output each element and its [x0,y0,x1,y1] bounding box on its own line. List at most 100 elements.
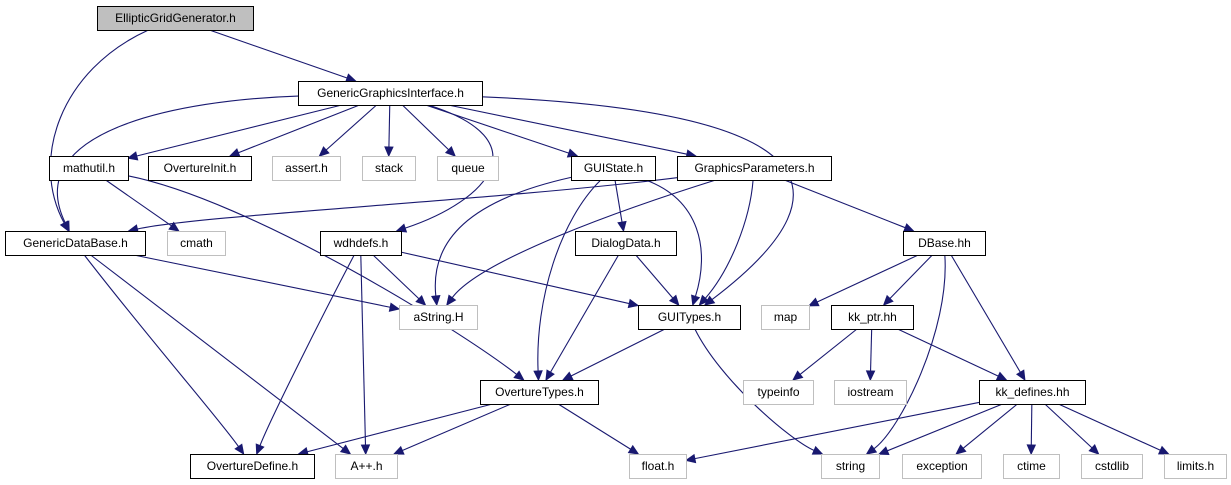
node-mathutil[interactable]: mathutil.h [49,156,129,181]
arrowhead [168,221,180,232]
arrowhead [255,443,265,456]
node-box [677,156,832,181]
edges-layer [49,29,1170,464]
edge-line [400,251,630,305]
node-box [190,454,315,479]
edge-ggi-to-queue [402,104,456,157]
node-wdh[interactable]: wdhdefs.h [320,231,402,256]
edge-egg-to-ggi [209,29,357,83]
edge-gdb-to-ovdef [83,254,245,456]
edge-ggi-to-gparams [448,104,697,159]
arrowhead [360,444,371,456]
arrowhead [865,370,876,382]
edge-line [570,328,666,377]
node-ovinit[interactable]: OvertureInit.h [148,156,252,181]
node-exception: exception [902,454,982,479]
edge-line [645,179,702,297]
edge-egg-to-gdb [49,29,149,233]
node-egg[interactable]: EllipticGridGenerator.h [97,6,254,31]
node-map: map [761,305,810,330]
node-label: aString.H [413,310,463,324]
node-box [1003,454,1060,479]
node-label: OvertureDefine.h [207,459,298,473]
node-label: mathutil.h [63,161,115,175]
edge-gdb-to-astring [133,254,401,312]
edge-line [557,403,631,450]
edge-line [889,254,933,299]
node-box [743,380,814,405]
edge-line [537,179,602,372]
arrowhead [807,297,820,307]
node-iostream: iostream [834,380,907,405]
node-box [638,305,741,330]
edge-dbase-to-kkptr [882,254,933,306]
edge-dbase-to-map [807,254,919,307]
node-box [575,231,677,256]
node-guistate[interactable]: GUIState.h [571,156,656,181]
node-gdb[interactable]: GenericDataBase.h [5,231,146,256]
node-box [834,380,907,405]
arrowhead [1157,445,1170,455]
node-box [1081,454,1143,479]
arrowhead [882,294,894,306]
node-box [272,156,341,181]
edge-ggi-to-guitypes [481,96,794,306]
node-label: kk_ptr.hh [848,310,897,324]
edge-line [83,254,239,447]
edge-line [137,177,678,230]
edge-line [870,328,873,372]
node-dialog[interactable]: DialogData.h [575,231,677,256]
node-kkptr[interactable]: kk_ptr.hh [831,305,914,330]
edge-kkdef-to-exception [955,403,1018,455]
node-guitypes[interactable]: GUITypes.h [638,305,741,330]
edge-line [133,254,391,308]
edge-ovtypes-to-app [392,403,512,455]
arrowhead [995,371,1008,381]
edge-gparams-to-dbase [784,179,915,232]
arrowhead [318,146,330,157]
edge-kkdef-to-float [684,401,980,464]
node-box [148,156,252,181]
arrowhead [691,294,701,307]
edge-line [57,95,299,224]
edge-guistate-to-dialog [614,179,627,233]
edge-line [1030,403,1033,446]
edge-gparams-to-guitypes [698,179,754,306]
edge-ggi-to-mathutil [126,104,342,161]
node-gparams[interactable]: GraphicsParameters.h [677,156,832,181]
node-label: cstdlib [1095,459,1129,473]
node-kkdef[interactable]: kk_defines.hh [979,380,1086,405]
node-ovdef[interactable]: OvertureDefine.h [190,454,315,479]
node-label: typeinfo [757,385,799,399]
node-dbase[interactable]: DBase.hh [903,231,986,256]
node-box [298,81,483,106]
edge-line [451,179,716,299]
node-box [831,305,914,330]
node-box [49,156,129,181]
edge-ggi-to-assert [318,104,377,157]
arrowhead [228,148,241,157]
node-label: limits.h [1177,459,1214,473]
node-ovtypes[interactable]: OvertureTypes.h [480,380,599,405]
arrowhead [627,444,640,455]
node-ggi[interactable]: GenericGraphicsInterface.h [298,81,483,106]
edge-ggi-to-gdb [57,95,299,233]
node-label: GUIState.h [584,161,643,175]
edge-line [402,403,512,451]
edge-line [325,104,377,151]
node-label: wdhdefs.h [333,236,389,250]
arrowhead [903,223,915,232]
edge-line [799,328,858,375]
node-box [320,231,402,256]
arrowhead [684,453,697,464]
edge-wdh-to-astring [372,254,427,306]
node-float: float.h [629,454,687,479]
node-label: A++.h [350,459,382,473]
arrowhead [545,369,555,382]
arrowhead [877,446,890,456]
edge-kkdef-to-cstdlib [1044,403,1100,455]
edge-line [127,175,517,375]
node-queue: queue [437,156,499,181]
edge-line [873,254,946,450]
edge-line [360,254,367,446]
